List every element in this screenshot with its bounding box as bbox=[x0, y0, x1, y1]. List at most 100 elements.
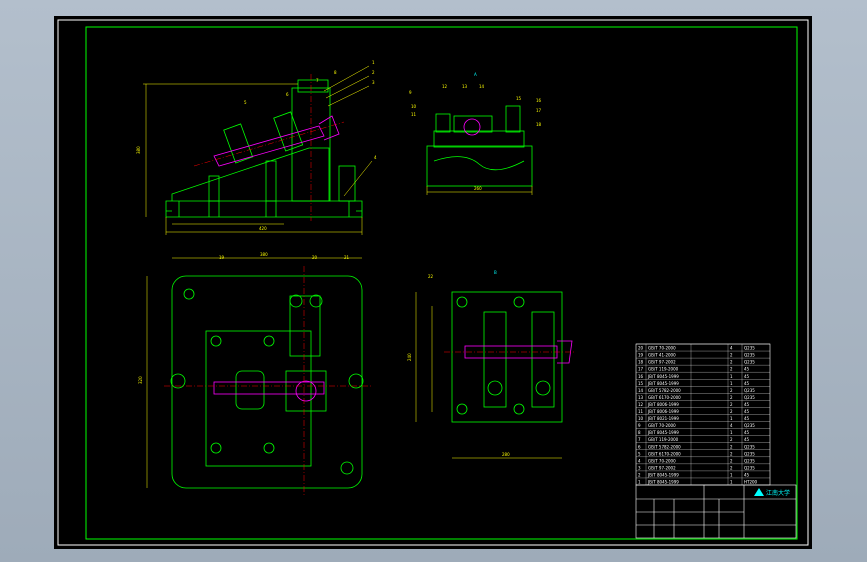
bom-cell-qty: 2 bbox=[730, 451, 733, 456]
balloon-top-19: 19 bbox=[219, 255, 225, 260]
front-clamp-b bbox=[273, 111, 304, 152]
side-right-block bbox=[505, 105, 521, 133]
bom-cell-no: 12 bbox=[638, 402, 644, 407]
bom-cell-qty: 2 bbox=[730, 458, 733, 463]
bom-cell-mat: HT200 bbox=[744, 480, 758, 485]
bom-cell-qty: 2 bbox=[730, 367, 733, 372]
top-hole bbox=[340, 461, 354, 475]
top-base-plate bbox=[171, 275, 363, 489]
side-dimensions bbox=[426, 186, 533, 195]
bom-cell-code: GB/T 6170-2000 bbox=[648, 395, 681, 400]
bom-cell-code: JB/T 8045-1999 bbox=[647, 381, 679, 386]
front-base-bolts bbox=[208, 201, 277, 217]
bom-cell-mat: Q235 bbox=[744, 388, 755, 393]
bom-cell-code: GB/T 119-2000 bbox=[648, 437, 679, 442]
bom-cell-code: GB/T 5782-2000 bbox=[648, 388, 681, 393]
bom-cell-code: GB/T 97-2002 bbox=[648, 465, 676, 470]
school-name: 江南大学 bbox=[766, 489, 790, 497]
front-view bbox=[165, 79, 363, 218]
secb-jaw-right bbox=[531, 311, 555, 408]
bom-cell-code: GB/T 41-2000 bbox=[648, 353, 676, 358]
bom-cell-qty: 2 bbox=[730, 402, 733, 407]
bom-cell-no: 8 bbox=[638, 430, 641, 435]
bom-cell-code: JB/T 8045-1999 bbox=[647, 430, 679, 435]
front-rib bbox=[338, 165, 356, 202]
bom-cell-mat: Q235 bbox=[744, 360, 755, 365]
top-pin-2 bbox=[309, 294, 323, 308]
secb-bolt-1 bbox=[456, 296, 468, 308]
bom-cell-mat: 45 bbox=[744, 367, 750, 372]
balloon-side-16: 16 bbox=[536, 98, 542, 103]
bom-cell-qty: 1 bbox=[730, 374, 733, 379]
bom-cell-code: JB/T 8021-1999 bbox=[647, 416, 679, 421]
balloon-side-17: 17 bbox=[536, 108, 542, 113]
bom-cell-qty: 1 bbox=[730, 472, 733, 477]
front-dimensions bbox=[143, 83, 363, 235]
side-base bbox=[426, 145, 533, 187]
top-slot-right bbox=[348, 373, 364, 389]
bom-cell-code: GB/T 6170-2000 bbox=[648, 451, 681, 456]
top-bolt-4 bbox=[210, 442, 222, 454]
secb-base bbox=[451, 291, 563, 423]
bom-cell-qty: 2 bbox=[730, 437, 733, 442]
bom-cell-no: 9 bbox=[638, 423, 641, 428]
bom-cell-no: 1 bbox=[638, 480, 641, 485]
secb-jaw-left bbox=[483, 311, 507, 408]
front-centerlines bbox=[193, 74, 345, 221]
bom-cell-code: JB/T 8045-1999 bbox=[647, 480, 679, 485]
balloon-side-15: 15 bbox=[516, 96, 522, 101]
top-bolt-5 bbox=[263, 442, 275, 454]
secb-dimensions bbox=[415, 292, 562, 459]
bom-cell-mat: 45 bbox=[744, 472, 750, 477]
secb-bolt-4 bbox=[513, 403, 525, 415]
balloon-top-20: 20 bbox=[312, 255, 318, 260]
bom-cell-code: GB/T 70-2000 bbox=[648, 346, 676, 351]
balloon-side-11: 11 bbox=[411, 112, 417, 117]
bom-cell-mat: 45 bbox=[744, 416, 750, 421]
balloon-front-1: 1 bbox=[372, 60, 375, 65]
side-center-block bbox=[453, 115, 493, 133]
top-slot-left bbox=[170, 373, 186, 389]
front-clamp-a bbox=[223, 123, 254, 164]
secb-hub-right bbox=[535, 380, 551, 396]
top-bolt-2 bbox=[210, 335, 222, 347]
triangle-logo-icon bbox=[754, 488, 764, 496]
secb-dim-height: 240 bbox=[407, 353, 412, 361]
balloon-top-21: 21 bbox=[344, 255, 350, 260]
front-inclined-support bbox=[171, 147, 330, 201]
balloon-side-9: 9 bbox=[409, 90, 412, 95]
bom-cell-code: JB/T 8045-1999 bbox=[647, 374, 679, 379]
bom-cell-qty: 2 bbox=[730, 353, 733, 358]
bom-cell-mat: Q235 bbox=[744, 423, 755, 428]
top-workpiece bbox=[213, 380, 325, 402]
top-bolt-1 bbox=[183, 288, 195, 300]
front-leader-3 bbox=[327, 85, 370, 107]
top-workpiece-bar bbox=[213, 381, 325, 395]
secb-view-label: B bbox=[494, 270, 497, 275]
bom-cell-qty: 1 bbox=[730, 430, 733, 435]
bom-cell-code: GB/T 119-2000 bbox=[648, 367, 679, 372]
bom-cell-mat: 45 bbox=[744, 430, 750, 435]
bom-cell-mat: Q235 bbox=[744, 346, 755, 351]
bom-cell-mat: Q235 bbox=[744, 353, 755, 358]
front-leader-4 bbox=[343, 160, 373, 197]
bom-cell-mat: 45 bbox=[744, 409, 750, 414]
balloon-side-13: 13 bbox=[462, 84, 468, 89]
balloon-side-14: 14 bbox=[479, 84, 485, 89]
section-b-view bbox=[451, 291, 563, 423]
bom-cell-code: GB/T 70-2000 bbox=[648, 423, 676, 428]
bom-cell-qty: 1 bbox=[730, 416, 733, 421]
bom-cell-no: 6 bbox=[638, 444, 641, 449]
